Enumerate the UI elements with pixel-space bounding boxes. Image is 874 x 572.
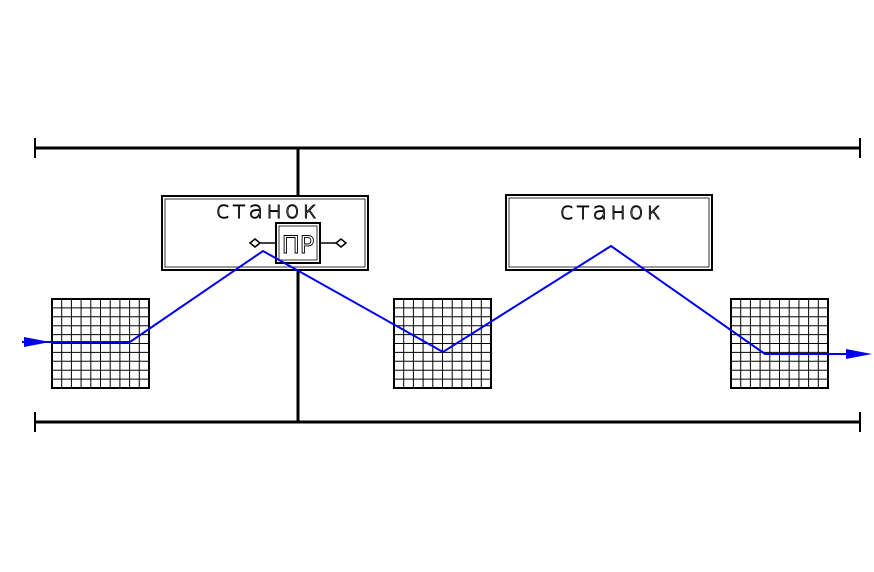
robot-label: ПР (282, 231, 315, 259)
pallet-2 (393, 298, 492, 389)
machine-1: станок (161, 195, 369, 271)
robot: ПР (248, 222, 348, 264)
flow-out-arrow-icon (846, 349, 872, 359)
top-rail (34, 138, 861, 158)
right-gripper-icon (334, 238, 348, 248)
material-flow (22, 244, 872, 359)
flow-path (22, 244, 850, 355)
left-gripper-icon (248, 238, 262, 248)
bottom-rail (34, 412, 861, 432)
machine-2-label: станок (560, 197, 664, 225)
pallets (51, 298, 829, 389)
pallet-1 (51, 298, 150, 389)
machine-2: станок (505, 194, 713, 271)
machine-1-label: станок (216, 196, 320, 224)
flow-in-arrow-icon (24, 337, 50, 347)
pallet-3 (730, 298, 829, 389)
